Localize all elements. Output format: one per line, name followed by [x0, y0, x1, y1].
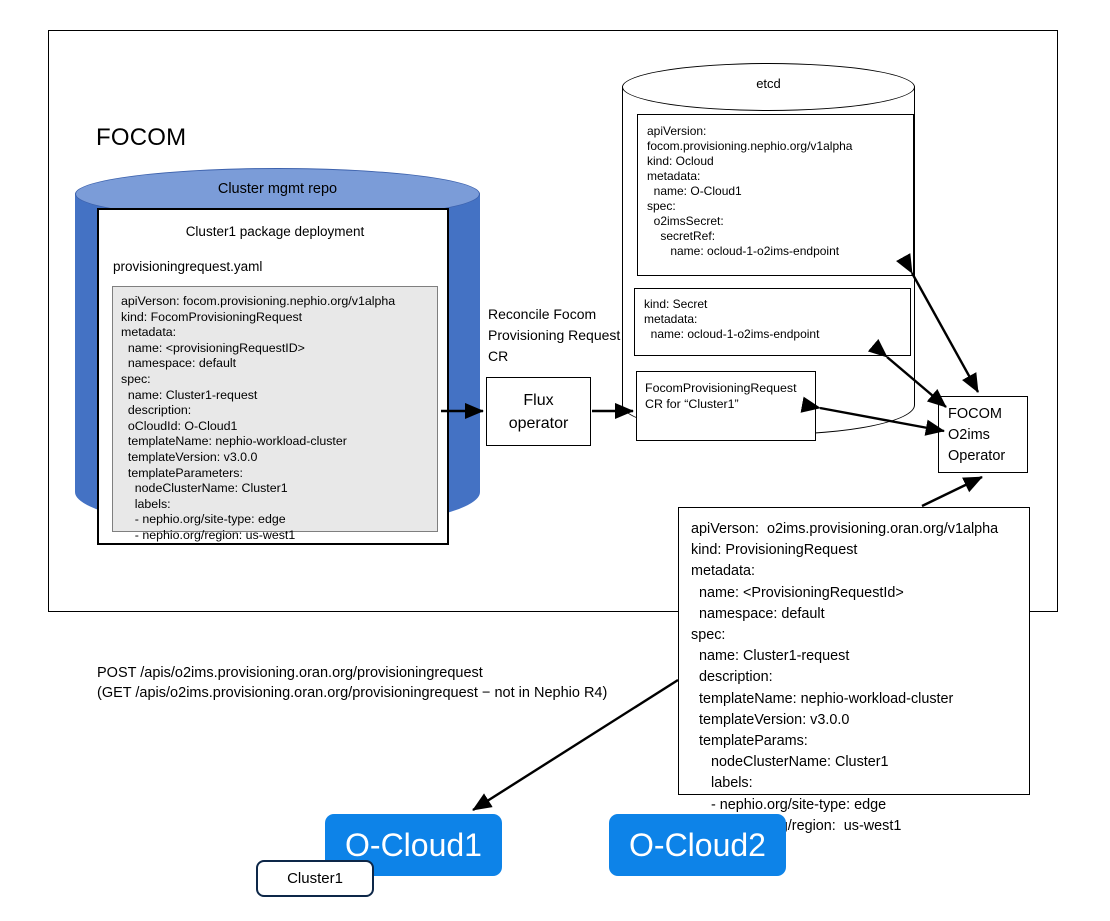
flux-operator-box: Flux operator — [486, 377, 591, 446]
cluster1-chip-label: Cluster1 — [287, 870, 343, 887]
reconcile-label: Reconcile Focom Provisioning Request CR — [488, 306, 621, 364]
flux-operator-line1: Flux — [523, 391, 554, 409]
package-deployment-title: Cluster1 package deployment — [185, 224, 365, 239]
api-post-line: POST /apis/o2ims.provisioning.oran.org/p… — [97, 665, 483, 681]
ocloud-cr-yaml-text: apiVersion: focom.provisioning.nephio.or… — [647, 124, 853, 258]
ocloud-cr-box: apiVersion: focom.provisioning.nephio.or… — [637, 114, 914, 276]
etcd-label: etcd — [756, 76, 781, 91]
ocloud2-label: O-Cloud2 — [629, 826, 766, 863]
focom-o2ims-operator-box: FOCOM O2ims Operator — [938, 396, 1028, 473]
secret-cr-box: kind: Secret metadata: name: ocloud-1-o2… — [634, 288, 911, 356]
provisioningrequest-yaml-filename: provisioningrequest.yaml — [113, 259, 263, 274]
focom-provisioning-request-cr-box: FocomProvisioningRequest CR for “Cluster… — [636, 371, 816, 441]
operator-line1: FOCOM — [948, 406, 1002, 422]
ocloud2-box[interactable]: O-Cloud2 — [609, 814, 786, 876]
focom-provisioning-request-cr-text: FocomProvisioningRequest CR for “Cluster… — [645, 381, 797, 411]
repo-cylinder-label: Cluster mgmt repo — [217, 181, 338, 197]
cluster1-chip[interactable]: Cluster1 — [256, 860, 374, 897]
api-call-annotation: POST /apis/o2ims.provisioning.oran.org/p… — [97, 663, 607, 703]
focom-provisioning-request-yaml-text: apiVerson: focom.provisioning.nephio.org… — [121, 294, 396, 542]
provisioning-request-yaml-text: apiVerson: o2ims.provisioning.oran.org/v… — [691, 521, 999, 834]
flux-operator-line2: operator — [508, 414, 569, 432]
focom-provisioning-request-yaml-panel: apiVerson: focom.provisioning.nephio.org… — [112, 286, 438, 542]
etcd-cylinder-top — [622, 63, 915, 111]
ocloud1-label: O-Cloud1 — [345, 826, 482, 863]
provisioning-request-yaml-box: apiVerson: o2ims.provisioning.oran.org/v… — [678, 507, 1030, 834]
focom-title: FOCOM — [96, 124, 187, 151]
secret-cr-yaml-text: kind: Secret metadata: name: ocloud-1-o2… — [644, 297, 820, 341]
cluster1-package-deployment-box: Cluster1 package deployment provisioning… — [97, 208, 449, 545]
operator-line2: O2ims — [948, 427, 990, 443]
operator-line3: Operator — [948, 448, 1006, 464]
api-get-line: (GET /apis/o2ims.provisioning.oran.org/p… — [97, 685, 608, 701]
